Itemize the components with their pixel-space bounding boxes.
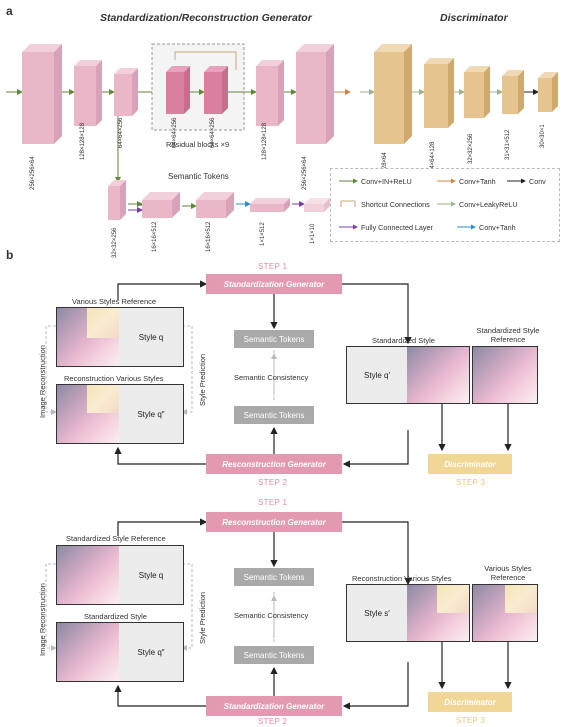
top-style-q: Style q (119, 308, 183, 366)
disc-label-5: 30×30×1 (540, 124, 546, 148)
token-label-5: 1×1×10 (310, 224, 316, 244)
top-recon-image: Style q″ (56, 384, 184, 444)
token-block-5 (304, 198, 330, 212)
top-discriminator: Discriminator (428, 454, 512, 474)
token-label-3: 16×16×512 (206, 222, 212, 252)
bottom-recon-generator: Resconstruction Generator (206, 512, 342, 532)
top-style-q-prime: Style q′ (347, 347, 407, 403)
bref-tissue-left (57, 546, 119, 604)
disc-block-2 (424, 58, 454, 128)
legend-item-3: Conv (529, 177, 546, 186)
gen-label-3: 64×64×256 (118, 118, 124, 148)
bottom-semantic-tokens-1: Semantic Tokens (234, 568, 314, 586)
token-block-4 (250, 198, 290, 212)
top-step3: STEP 3 (456, 478, 485, 487)
bottom-rv-label: Reconstruction Various Styles (352, 574, 452, 583)
bottom-style-q2: Style q″ (119, 623, 183, 681)
bottom-step1: STEP 1 (258, 498, 287, 507)
bottom-recon-image: Style q″ (56, 622, 184, 682)
residual-label: Residual blocks ×9 (166, 140, 229, 149)
top-step1: STEP 1 (258, 262, 287, 271)
gen-label-6: 128×128×128 (262, 123, 268, 160)
gen-block-1 (22, 44, 62, 144)
legend-item-4: Shortcut Connections (361, 200, 430, 209)
rv-tissue-yellow (437, 585, 469, 613)
semantic-tokens-title: Semantic Tokens (168, 172, 229, 181)
top-style-pred-label: Style Prediction (198, 354, 207, 406)
vs-ref-tissue-yellow (505, 585, 537, 613)
bottom-vs-ref-label: Various Styles Reference (476, 564, 540, 582)
top-step2: STEP 2 (258, 478, 287, 487)
legend-item-5: Conv+LeakyReLU (459, 200, 518, 209)
gen-block-7 (296, 44, 334, 144)
top-standardization-generator: Standardization Generator (206, 274, 342, 294)
ref-tissue-yellow (87, 308, 119, 338)
top-ref-label: Various Styles Reference (72, 297, 156, 306)
gen-block-3 (114, 68, 138, 116)
bottom-semantic-tokens-2: Semantic Tokens (234, 646, 314, 664)
gen-label-2: 128×128×128 (80, 123, 86, 160)
bottom-ref-label: Standardized Style Reference (66, 534, 166, 543)
disc-label-4: 31×31×512 (505, 130, 511, 160)
brecon-tissue-left (57, 623, 119, 681)
top-recon-label: Reconstruction Various Styles (64, 374, 164, 383)
disc-block-4 (502, 70, 524, 114)
gen-block-2 (74, 60, 102, 126)
token-label-2: 16×16×512 (152, 222, 158, 252)
bottom-discriminator: Discriminator (428, 692, 512, 712)
legend-item-1: Conv+IN+ReLU (361, 177, 412, 186)
top-semantic-tokens-2: Semantic Tokens (234, 406, 314, 424)
res-block-1 (166, 66, 190, 114)
token-label-4: 1×1×512 (260, 222, 266, 246)
legend: Conv+IN+ReLU Conv+Tanh Conv Shortcut Con… (330, 168, 560, 242)
recon-tissue-yellow (87, 385, 119, 413)
bottom-ref-image: Style q (56, 545, 184, 605)
bottom-recon-label: Standardized Style (84, 612, 147, 621)
bottom-rv-image: Style s′ (346, 584, 470, 642)
bottom-step3: STEP 3 (456, 716, 485, 725)
top-image-recon-label: Image Reconstruction (38, 345, 47, 418)
top-ref-image: Style q (56, 307, 184, 367)
gen-label-1: 256×256×64 (30, 156, 36, 190)
gen-label-7: 256×256×64 (302, 156, 308, 190)
top-style-q2: Style q″ (119, 385, 183, 443)
gen-block-6 (256, 60, 284, 126)
legend-item-6: Fully Connected Layer (361, 223, 433, 232)
bottom-semantic-consistency: Semantic Consistency (234, 611, 308, 620)
token-block-1 (108, 180, 126, 220)
disc-block-5 (538, 72, 558, 112)
bottom-step2: STEP 2 (258, 717, 287, 726)
bottom-style-pred-label: Style Prediction (198, 592, 207, 644)
bottom-style-s-prime: Style s′ (347, 585, 407, 641)
top-std-style-image: Style q′ (346, 346, 470, 404)
disc-block-1 (374, 44, 412, 144)
residual-box (152, 44, 244, 130)
bottom-vs-ref-image (472, 584, 538, 642)
token-block-2 (142, 192, 180, 218)
top-std-style-label: Standardized Style (372, 336, 435, 345)
disc-block-3 (464, 66, 490, 118)
std-tissue-right (407, 347, 469, 403)
bottom-standardization-generator: Standardization Generator (206, 696, 342, 716)
res-block-2 (204, 66, 228, 114)
bottom-style-q: Style q (119, 546, 183, 604)
top-semantic-tokens-1: Semantic Tokens (234, 330, 314, 348)
top-std-ref-label: Standardized Style Reference (466, 326, 550, 344)
legend-item-2: Conv+Tanh (459, 177, 496, 186)
bottom-image-recon-label: Image Reconstruction (38, 583, 47, 656)
top-std-ref-image (472, 346, 538, 404)
disc-label-3: 32×32×256 (468, 134, 474, 164)
std-ref-tissue (473, 347, 537, 403)
legend-item-7: Conv+Tanh (479, 223, 516, 232)
token-block-3 (196, 192, 234, 218)
top-recon-generator: Resconstruction Generator (206, 454, 342, 474)
top-semantic-consistency: Semantic Consistency (234, 373, 308, 382)
